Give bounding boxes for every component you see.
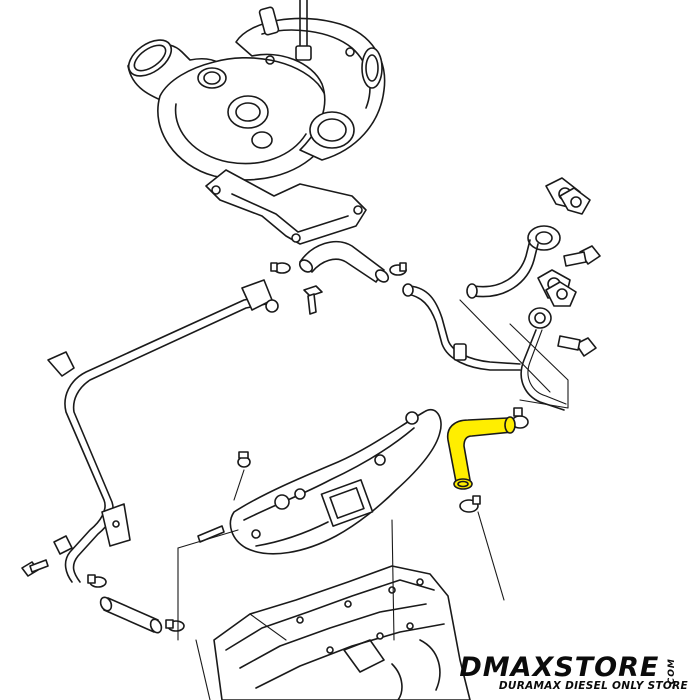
lower-left-hose (99, 596, 163, 634)
hose-clamp (459, 495, 481, 513)
turbo-inlet-mouth (127, 39, 173, 77)
bolt (563, 245, 601, 267)
turbine-outlet (361, 47, 383, 89)
leader-lines (177, 299, 569, 700)
lower-tube-bracket (101, 503, 131, 547)
tube-support-bracket (47, 351, 75, 377)
sealing-washer (559, 187, 591, 215)
bolt (303, 285, 323, 315)
bolt (557, 335, 597, 357)
hose-clamp (87, 574, 107, 588)
hose-clamp (237, 451, 251, 468)
hose-clamp (511, 407, 529, 429)
upper-coolant-hose (298, 240, 390, 283)
brand-name: DMAXSTORE (459, 652, 660, 683)
compressor-outlet (197, 67, 227, 89)
banjo-fitting-group (527, 177, 591, 329)
turbo-mounting-flange (205, 169, 367, 245)
exhaust-manifold (229, 408, 442, 555)
hose-end-lower (453, 478, 473, 490)
turbine-port (309, 111, 355, 149)
long-oil-tube (47, 279, 279, 583)
highlighted-hose-body (446, 417, 513, 483)
banjo-fitting (528, 307, 552, 329)
brand-tagline: DURAMAX DIESEL ONLY STORE (498, 680, 688, 692)
manifold-outlet-flange (320, 479, 374, 527)
highlighted-oil-drain-hose (446, 416, 516, 490)
bolt (197, 525, 225, 543)
bolt (21, 559, 49, 577)
oil-feed-line (466, 239, 567, 411)
bolts (21, 245, 601, 577)
brand-suffix: .COM (667, 658, 678, 689)
dmaxstore-logo: DMAXSTORE .COM DURAMAX DIESEL ONLY STORE (459, 654, 688, 692)
oil-return-line (402, 283, 521, 371)
turbocharger (127, 0, 386, 245)
hose-clamps (87, 262, 529, 632)
hose-end-upper (504, 416, 516, 434)
turbo-actuator (258, 6, 280, 36)
banjo-fitting (527, 225, 561, 251)
hose-clamp (389, 262, 407, 276)
block-bolt-holes (296, 578, 424, 654)
hose-clamp (270, 262, 291, 274)
engine-block (213, 565, 471, 700)
hose-clamp (165, 619, 185, 632)
sealing-washer (545, 281, 577, 307)
turbo-center-port (227, 95, 269, 129)
